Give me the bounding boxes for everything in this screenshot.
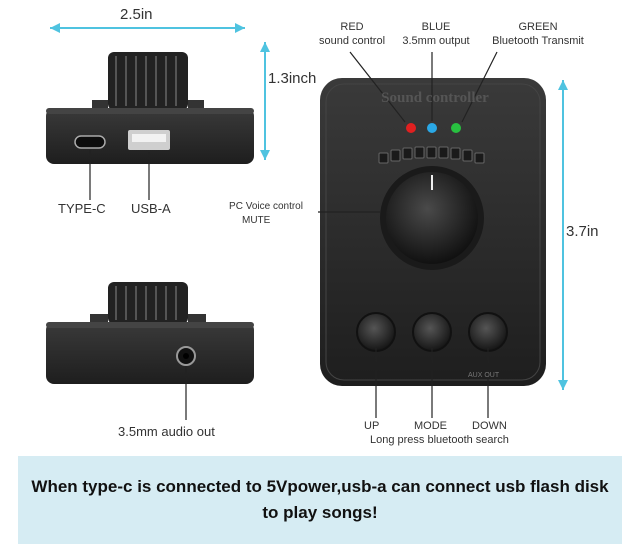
length-dimension-arrow <box>558 80 568 390</box>
knob-label: PC Voice control MUTE <box>214 200 318 228</box>
aux-out-label: AUX OUT <box>468 372 500 379</box>
info-banner: When type-c is connected to 5Vpower,usb-… <box>18 456 622 544</box>
device-brand: Sound controller <box>381 90 489 106</box>
length-dimension-label: 3.7in <box>566 223 599 240</box>
height-dimension-label: 1.3inch <box>268 70 317 87</box>
knob-label-line2: MUTE <box>242 215 271 226</box>
blue-led-name: BLUE <box>421 21 451 33</box>
level-meter-icon <box>378 146 485 164</box>
height-dimension-arrow <box>260 42 270 160</box>
knob-label-line1: PC Voice control <box>229 201 303 212</box>
long-press-label: Long press bluetooth search <box>370 434 509 446</box>
device-front-view <box>320 78 546 386</box>
mode-label: MODE <box>414 420 447 432</box>
red-led-desc: sound control <box>318 35 386 47</box>
blue-led-label: BLUE 3.5mm output <box>396 20 476 48</box>
mode-button-icon <box>412 312 452 352</box>
volume-knob-icon <box>386 172 478 264</box>
usba-label: USB-A <box>131 201 171 216</box>
red-led-name: RED <box>340 21 364 33</box>
green-led-label: GREEN Bluetooth Transmit <box>480 20 596 48</box>
width-dimension-label: 2.5in <box>120 6 153 23</box>
up-button-icon <box>356 312 396 352</box>
green-led-name: GREEN <box>518 21 558 33</box>
device-side-view-audio <box>46 282 254 420</box>
led-leader-lines <box>349 51 498 123</box>
down-label: DOWN <box>472 420 507 432</box>
green-led-desc: Bluetooth Transmit <box>492 35 584 47</box>
typec-label: TYPE-C <box>58 201 106 216</box>
blue-led-desc: 3.5mm output <box>402 35 470 47</box>
info-banner-text: When type-c is connected to 5Vpower,usb-… <box>31 477 609 522</box>
up-label: UP <box>364 420 380 432</box>
device-side-view-ports <box>46 52 254 200</box>
down-button-icon <box>468 312 508 352</box>
button-leader-lines <box>375 348 489 418</box>
audio-out-label: 3.5mm audio out <box>118 424 215 439</box>
blue-led-icon <box>427 123 437 133</box>
width-dimension-arrow <box>50 23 245 33</box>
green-led-icon <box>451 123 461 133</box>
typec-port-icon <box>74 135 106 149</box>
red-led-label: RED sound control <box>308 20 396 48</box>
red-led-icon <box>406 123 416 133</box>
